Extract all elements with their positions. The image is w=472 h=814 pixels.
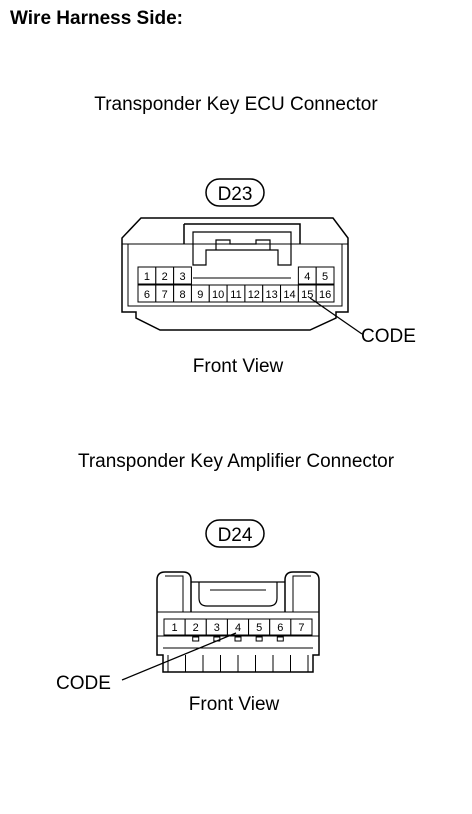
ecu-pin-5: 5 (315, 266, 335, 285)
amplifier-pin-row: 1 2 3 4 5 6 7 (163, 618, 313, 642)
ecu-pin-1: 1 (137, 266, 157, 285)
ecu-pin-11: 11 (226, 284, 246, 303)
ecu-pin-1-label: 1 (144, 271, 150, 283)
amplifier-front-view-label: Front View (188, 694, 280, 715)
amplifier-pin-2: 2 (184, 618, 207, 636)
ecu-pin-4: 4 (297, 266, 317, 285)
amplifier-pin-terminal-marker (192, 636, 200, 642)
ecu-connector-title: Transponder Key ECU Connector (94, 94, 378, 115)
amplifier-pin-6-label: 6 (277, 622, 283, 634)
amplifier-pin-7-label: 7 (298, 622, 304, 634)
amplifier-pin-5: 5 (248, 618, 271, 636)
ecu-pin-12-label: 12 (248, 289, 260, 301)
amplifier-connector-tag-label: D24 (218, 525, 253, 546)
amplifier-pin-terminal-marker (255, 636, 263, 642)
ecu-pin-3-label: 3 (179, 271, 185, 283)
ecu-connector-body (121, 217, 349, 331)
amplifier-code-leader (121, 632, 237, 681)
ecu-front-view-label: Front View (192, 356, 284, 377)
ecu-pin-8-label: 8 (179, 289, 185, 301)
amplifier-pin-2-label: 2 (193, 622, 199, 634)
amplifier-connector-tag: D24 (205, 519, 265, 548)
amplifier-connector-title: Transponder Key Amplifier Connector (77, 451, 395, 472)
amplifier-bottom-slots (167, 655, 309, 672)
ecu-code-leader (309, 297, 363, 335)
amplifier-pin-1-label: 1 (172, 622, 178, 634)
ecu-pin-16-label: 16 (319, 289, 331, 301)
ecu-pin-7: 7 (155, 284, 175, 303)
ecu-pin-12: 12 (244, 284, 264, 303)
ecu-pin-9: 9 (190, 284, 210, 303)
ecu-code-label: CODE (361, 326, 416, 347)
amplifier-code-label: CODE (56, 673, 111, 694)
page-heading: Wire Harness Side: (10, 8, 184, 29)
amplifier-pin-4: 4 (226, 618, 250, 636)
ecu-pin-2: 2 (155, 266, 175, 285)
ecu-pin-10-label: 10 (212, 289, 224, 301)
ecu-pin-15: 15 (297, 284, 317, 303)
ecu-connector-tag-label: D23 (218, 184, 253, 205)
amplifier-pin-4-label: 4 (235, 622, 241, 634)
ecu-pin-14-label: 14 (283, 289, 295, 301)
ecu-pin-13-label: 13 (266, 289, 278, 301)
ecu-pin-7-label: 7 (162, 289, 168, 301)
ecu-pin-16: 16 (315, 284, 335, 303)
amplifier-pin-3: 3 (205, 618, 228, 636)
amplifier-pin-5-label: 5 (256, 622, 262, 634)
ecu-connector-tag: D23 (205, 178, 265, 207)
ecu-pin-8: 8 (173, 284, 192, 303)
amplifier-pin-terminal-marker (276, 636, 284, 642)
ecu-pin-9-label: 9 (197, 289, 203, 301)
ecu-pin-3: 3 (173, 266, 192, 285)
ecu-pin-11-label: 11 (230, 289, 241, 301)
ecu-pin-5-label: 5 (322, 271, 328, 283)
ecu-pin-14: 14 (280, 284, 299, 303)
ecu-pin-6-label: 6 (144, 289, 150, 301)
amplifier-pin-7: 7 (290, 618, 313, 636)
ecu-pin-10: 10 (208, 284, 228, 303)
ecu-pin-2-label: 2 (162, 271, 168, 283)
amplifier-pin-6: 6 (269, 618, 292, 636)
amplifier-pin-3-label: 3 (214, 622, 220, 634)
amplifier-pin-1: 1 (163, 618, 186, 636)
ecu-pin-4-label: 4 (304, 271, 310, 283)
ecu-pin-13: 13 (262, 284, 282, 303)
amplifier-pin-terminal-marker (234, 636, 242, 642)
ecu-pin-6: 6 (137, 284, 157, 303)
